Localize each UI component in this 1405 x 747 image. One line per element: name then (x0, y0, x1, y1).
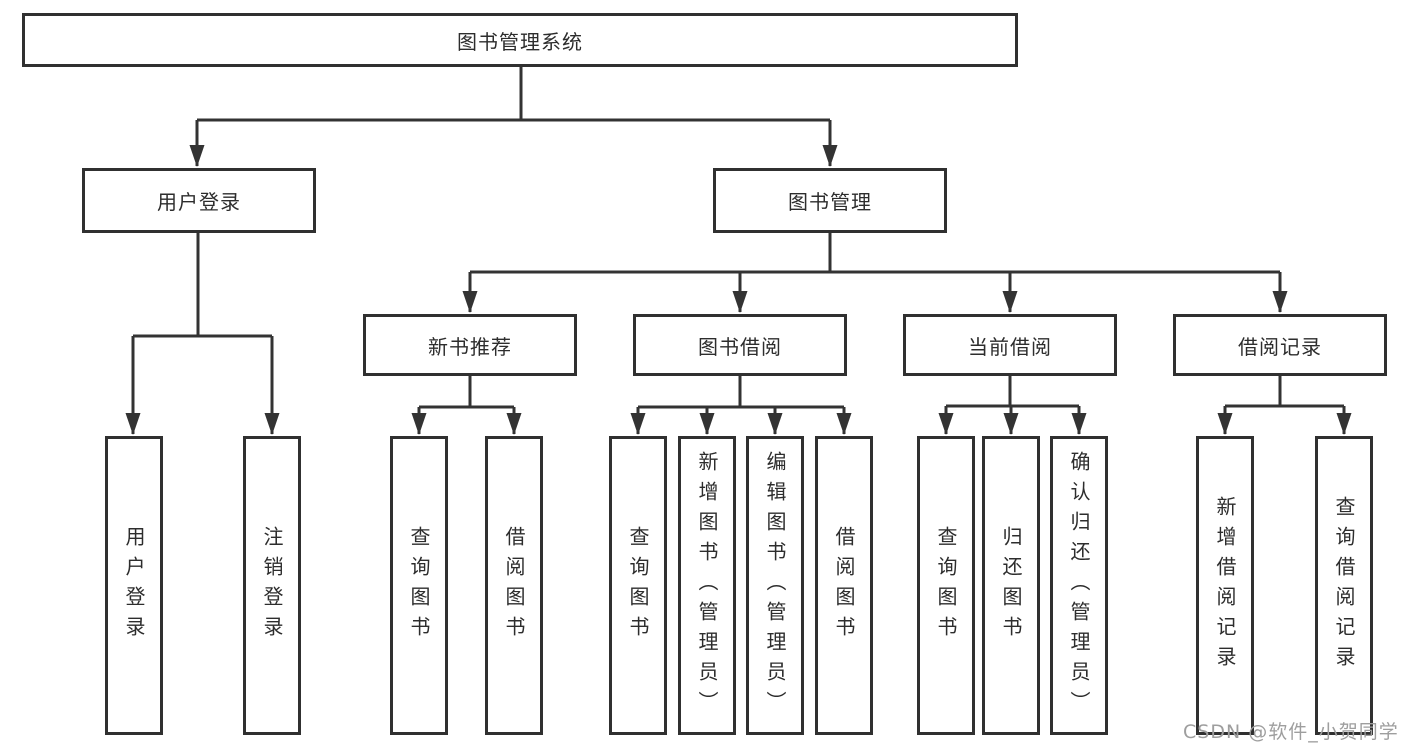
node-user-login-label: 用户登录 (157, 190, 241, 214)
leaf-query-book-recommend-label: 查询图书 (407, 525, 431, 646)
leaf-edit-book-admin: 编辑图书（管理员） (746, 436, 804, 735)
node-current-borrow: 当前借阅 (903, 314, 1117, 376)
node-new-book-recommend-label: 新书推荐 (428, 334, 512, 359)
leaf-logout-label: 注销登录 (260, 525, 284, 646)
node-root-label: 图书管理系统 (457, 29, 583, 54)
leaf-query-borrow-record-label: 查询借阅记录 (1332, 495, 1356, 676)
node-book-management: 图书管理 (713, 168, 947, 233)
leaf-query-book-recommend: 查询图书 (390, 436, 448, 735)
node-book-borrow-label: 图书借阅 (698, 334, 782, 359)
leaf-borrow-book: 借阅图书 (815, 436, 873, 735)
node-root: 图书管理系统 (22, 13, 1018, 67)
csdn-watermark: CSDN @软件_小贺同学 (1183, 721, 1399, 743)
leaf-add-borrow-record-label: 新增借阅记录 (1213, 495, 1237, 676)
leaf-add-book-admin: 新增图书（管理员） (678, 436, 736, 735)
leaf-edit-book-admin-label: 编辑图书（管理员） (763, 450, 787, 721)
leaf-borrow-book-recommend-label: 借阅图书 (502, 525, 526, 646)
leaf-query-book-current-label: 查询图书 (934, 525, 958, 646)
leaf-add-borrow-record: 新增借阅记录 (1196, 436, 1254, 735)
node-borrow-records: 借阅记录 (1173, 314, 1387, 376)
leaf-logout: 注销登录 (243, 436, 301, 735)
leaf-query-borrow-record: 查询借阅记录 (1315, 436, 1373, 735)
leaf-borrow-book-recommend: 借阅图书 (485, 436, 543, 735)
node-borrow-records-label: 借阅记录 (1238, 334, 1322, 359)
node-new-book-recommend: 新书推荐 (363, 314, 577, 376)
leaf-confirm-return-admin: 确认归还（管理员） (1050, 436, 1108, 735)
node-current-borrow-label: 当前借阅 (968, 334, 1052, 359)
leaf-query-book-current: 查询图书 (917, 436, 975, 735)
leaf-return-book-label: 归还图书 (999, 525, 1023, 646)
leaf-borrow-book-label: 借阅图书 (832, 525, 856, 646)
node-book-management-label: 图书管理 (788, 190, 872, 214)
node-user-login: 用户登录 (82, 168, 316, 233)
leaf-add-book-admin-label: 新增图书（管理员） (695, 450, 719, 721)
node-book-borrow: 图书借阅 (633, 314, 847, 376)
leaf-return-book: 归还图书 (982, 436, 1040, 735)
leaf-user-login: 用户登录 (105, 436, 163, 735)
leaf-user-login-label: 用户登录 (122, 525, 146, 646)
leaf-query-book-borrow-label: 查询图书 (626, 525, 650, 646)
leaf-query-book-borrow: 查询图书 (609, 436, 667, 735)
leaf-confirm-return-admin-label: 确认归还（管理员） (1067, 450, 1091, 721)
